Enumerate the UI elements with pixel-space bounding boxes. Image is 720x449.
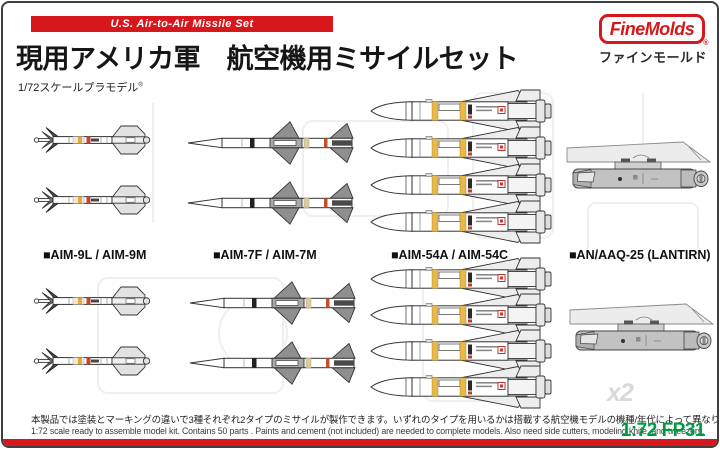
aim7-missile-illustration [187,121,354,165]
finemolds-logo-box: FineMolds ® [599,14,708,47]
aim9-missile-illustration [33,286,151,316]
aim54-missile-illustration [370,163,552,207]
banner-label: U.S. Air-to-Air Missile Set [110,18,254,30]
aim7-missile-illustration [187,181,354,225]
finemolds-logo-text: FineMolds [609,18,695,39]
aim54-missile-illustration [370,89,552,133]
brand-logo: FineMolds ® ファインモールド [599,14,708,66]
aim7-missile-illustration [189,281,356,325]
scale-note: 1/72スケールプラモデル® [18,82,143,94]
section-label-aim9: ■AIM-9L / AIM-9M [43,248,147,262]
scale-product-code: 1:72 FP31 [620,420,706,441]
lantirn-pod-illustration [566,141,711,189]
footer-description-en: 1:72 scale ready to assemble model kit. … [31,426,705,436]
quantity-watermark: x2 [607,379,634,407]
aim9-missile-illustration [33,185,151,215]
finemolds-logo-kana: ファインモールド [599,50,708,65]
illustration-canvas [33,89,714,409]
page-title: 現用アメリカ軍 航空機用ミサイルセット [16,44,519,74]
aim7-missile-illustration [189,341,356,385]
section-label-aim54: ■AIM-54A / AIM-54C [391,248,509,262]
aim54-missile-illustration [370,200,552,244]
section-label-lantirn: ■AN/AAQ-25 (LANTIRN) [569,248,711,262]
registered-mark: ® [138,82,143,89]
registered-mark: ® [703,40,708,47]
product-banner: U.S. Air-to-Air Missile Set [31,16,333,32]
footer-description-jp: 本製品では塗装とマーキングの違いで3種それぞれ2タイプのミサイルが製作できます。… [31,415,719,426]
aim9-missile-illustration [33,125,151,155]
aim54-missile-illustration [370,126,552,170]
aim9-missile-illustration [33,346,151,376]
bottom-red-strip [3,439,717,446]
lantirn-pod-illustration [569,303,714,351]
section-label-aim7: ■AIM-7F / AIM-7M [213,248,317,262]
